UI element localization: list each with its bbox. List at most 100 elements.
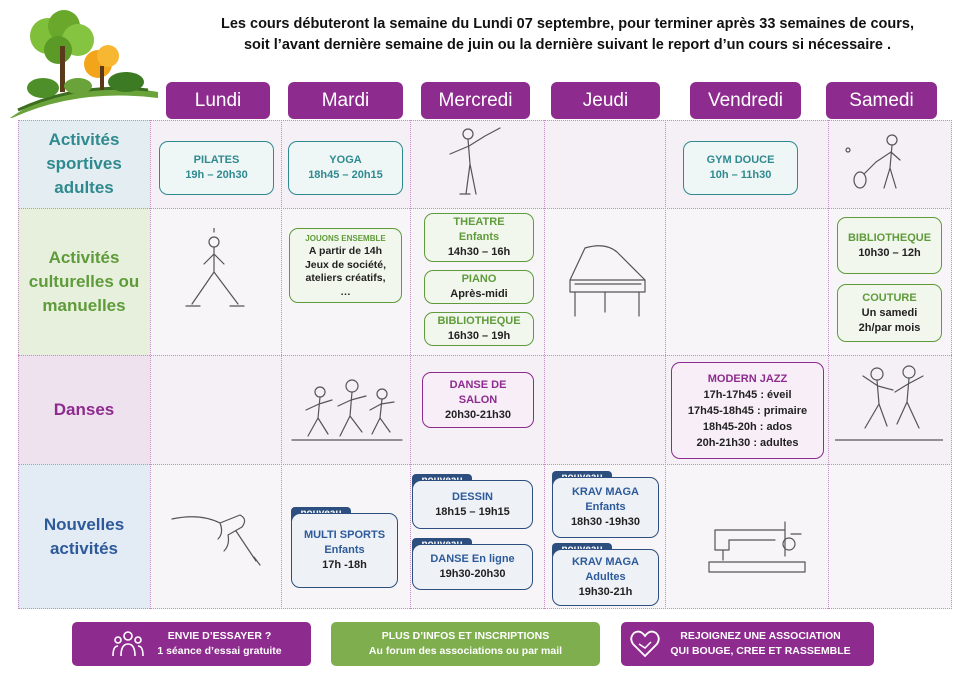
running-children-sketch-icon (291, 379, 403, 441)
intro-line-1: Les cours débuteront la semaine du Lundi… (221, 16, 914, 32)
footer-line: Au forum des associations ou par mail (368, 645, 563, 657)
activity-card: DANSE En ligne 19h30-20h30 (412, 544, 533, 590)
activity-card: KRAV MAGA Adultes 19h30-21h (552, 549, 659, 606)
intro-line-2: soit l’avant dernière semaine de juin ou… (243, 37, 892, 53)
activity-title: KRAV MAGA (571, 556, 639, 568)
activity-detail: ateliers créatifs, (305, 272, 386, 285)
activity-time: 19h – 20h30 (185, 169, 248, 181)
footer-essayer[interactable]: ENVIE D’ESSAYER ? 1 séance d’essai gratu… (72, 622, 311, 666)
activity-bibliotheque-mercredi[interactable]: BIBLIOTHEQUE 16h30 – 19h (424, 312, 534, 346)
activity-title: BIBLIOTHEQUE (847, 231, 932, 244)
activity-time: 19h30-20h30 (439, 568, 506, 580)
activity-detail: 17h-17h45 : éveil (703, 388, 792, 401)
footer-rejoignez-text: REJOIGNEZ UNE ASSOCIATION QUI BOUGE, CRE… (661, 629, 874, 659)
activity-title: SALON (458, 393, 498, 406)
grid-line (18, 464, 952, 465)
grid-line (18, 355, 952, 356)
activity-gym-douce[interactable]: GYM DOUCE 10h – 11h30 (683, 141, 798, 195)
footer-line: REJOIGNEZ UNE ASSOCIATION (680, 630, 841, 642)
footer-line: ENVIE D’ESSAYER ? (167, 630, 272, 642)
footer-line: 1 séance d’essai gratuite (157, 645, 282, 657)
activity-detail: Jeux de société, (304, 258, 387, 271)
activity-title: THEATRE (453, 216, 505, 228)
activity-yoga[interactable]: YOGA 18h45 – 20h15 (288, 141, 403, 195)
day-header-jeudi: Jeudi (551, 82, 660, 119)
activity-audience: Enfants (458, 231, 500, 243)
activity-title: DANSE DE (449, 378, 507, 391)
activity-title: KRAV MAGA (571, 486, 639, 498)
activity-title: MULTI SPORTS (303, 529, 386, 541)
grid-line (665, 120, 666, 609)
activity-detail: A partir de 14h (308, 245, 383, 258)
activity-jouons-ensemble[interactable]: JOUONS ENSEMBLE A partir de 14h Jeux de … (289, 228, 402, 303)
activity-krav-maga-enfants[interactable]: nouveau KRAV MAGA Enfants 18h30 -19h30 (552, 471, 659, 538)
activity-time: 17h -18h (322, 559, 367, 571)
activity-dessin[interactable]: nouveau DESSIN 18h15 – 19h15 (412, 474, 533, 529)
activity-theatre[interactable]: THEATRE Enfants 14h30 – 16h (424, 213, 534, 262)
activity-time: 18h45 – 20h15 (308, 169, 383, 181)
footer-infos-text: PLUS D’INFOS ET INSCRIPTIONS Au forum de… (369, 629, 562, 659)
activity-detail: Un samedi (861, 306, 918, 319)
grid-line (410, 120, 411, 609)
sewing-machine-sketch-icon (708, 521, 806, 573)
heart-icon (630, 630, 660, 658)
activity-time: Après-midi (450, 288, 508, 300)
activity-title: PIANO (461, 273, 497, 285)
piano-sketch-icon (569, 245, 646, 317)
activity-time: 14h30 – 16h (447, 246, 511, 258)
activity-title: GYM DOUCE (706, 154, 775, 166)
category-culture: Activités culturelles ou manuelles (18, 208, 150, 355)
activity-detail: 18h45-20h : ados (702, 420, 793, 433)
activity-danse-de-salon[interactable]: DANSE DE SALON 20h30-21h30 (422, 372, 534, 428)
category-sport: Activités sportives adultes (18, 120, 150, 208)
activity-detail: 2h/par mois (858, 321, 921, 334)
activity-time: 20h30-21h30 (444, 408, 512, 421)
intro-text: Les cours débuteront la semaine du Lundi… (175, 14, 960, 56)
activity-time: 10h – 11h30 (709, 169, 772, 181)
activity-time: 10h30 – 12h (858, 246, 921, 259)
category-danses: Danses (18, 355, 150, 464)
activity-card: MULTI SPORTS Enfants 17h -18h (291, 513, 398, 588)
day-header-vendredi: Vendredi (690, 82, 801, 119)
activity-title: PILATES (193, 154, 240, 166)
activity-time: 18h30 -19h30 (570, 516, 641, 528)
schedule-grid (18, 120, 952, 609)
footer-infos[interactable]: PLUS D’INFOS ET INSCRIPTIONS Au forum de… (331, 622, 600, 666)
grid-line (150, 120, 151, 609)
tree-logo-icon (10, 10, 158, 118)
activity-piano[interactable]: PIANO Après-midi (424, 270, 534, 304)
drawing-hand-sketch-icon (171, 514, 261, 566)
activity-audience: Enfants (324, 544, 365, 556)
activity-audience: Enfants (585, 501, 626, 513)
grid-line (18, 208, 952, 209)
day-header-mardi: Mardi (288, 82, 403, 119)
activity-title: YOGA (329, 154, 362, 166)
grid-line (544, 120, 545, 609)
activity-detail: 17h45-18h45 : primaire (687, 404, 808, 417)
day-header-lundi: Lundi (166, 82, 270, 119)
grid-line (828, 120, 829, 609)
activity-title: BIBLIOTHEQUE (437, 315, 521, 327)
activity-title: COUTURE (862, 291, 917, 304)
activity-multi-sports[interactable]: nouveau MULTI SPORTS Enfants 17h -18h (291, 507, 398, 588)
activity-audience: Adultes (585, 571, 626, 583)
activity-card: KRAV MAGA Enfants 18h30 -19h30 (552, 477, 659, 538)
footer-essayer-text: ENVIE D’ESSAYER ? 1 séance d’essai gratu… (146, 629, 311, 659)
activity-time: 19h30-21h (578, 586, 633, 598)
activity-title: DANSE En ligne (430, 553, 515, 565)
activity-card: DESSIN 18h15 – 19h15 (412, 480, 533, 529)
footer-line: QUI BOUGE, CREE ET RASSEMBLE (670, 645, 851, 657)
activity-title: JOUONS ENSEMBLE (305, 233, 386, 243)
activity-title: MODERN JAZZ (707, 372, 788, 385)
footer-rejoignez[interactable]: REJOIGNEZ UNE ASSOCIATION QUI BOUGE, CRE… (621, 622, 874, 666)
badminton-sketch-icon (845, 134, 901, 189)
activity-couture[interactable]: COUTURE Un samedi 2h/par mois (837, 284, 942, 342)
activity-krav-maga-adultes[interactable]: nouveau KRAV MAGA Adultes 19h30-21h (552, 543, 659, 606)
footer-line: PLUS D’INFOS ET INSCRIPTIONS (381, 630, 550, 642)
activity-danse-en-ligne[interactable]: nouveau DANSE En ligne 19h30-20h30 (412, 538, 533, 590)
activity-bibliotheque-samedi[interactable]: BIBLIOTHEQUE 10h30 – 12h (837, 217, 942, 274)
activity-time: 16h30 – 19h (447, 330, 511, 342)
activity-modern-jazz[interactable]: MODERN JAZZ 17h-17h45 : éveil 17h45-18h4… (671, 362, 824, 459)
activity-pilates[interactable]: PILATES 19h – 20h30 (159, 141, 274, 195)
activity-detail: 20h-21h30 : adultes (696, 436, 799, 449)
